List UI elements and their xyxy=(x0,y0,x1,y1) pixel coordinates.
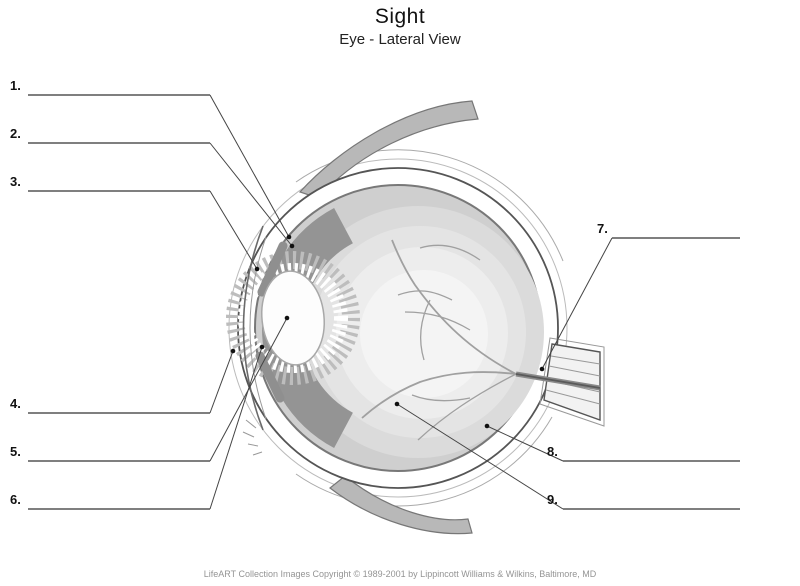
label-number-5: 5. xyxy=(10,444,21,459)
retina-vessels xyxy=(361,239,517,441)
label-number-6: 6. xyxy=(10,492,21,507)
superior-muscle xyxy=(298,100,479,199)
label-number-4: 4. xyxy=(10,396,21,411)
lens xyxy=(261,270,325,366)
label-number-3: 3. xyxy=(10,174,21,189)
label-number-2: 2. xyxy=(10,126,21,141)
copyright-text: LifeART Collection Images Copyright © 19… xyxy=(203,569,597,579)
label-number-8: 8. xyxy=(547,444,558,459)
page-subtitle: Eye - Lateral View xyxy=(339,31,461,48)
optic-nerve xyxy=(515,337,605,427)
answer-blank-lines xyxy=(28,94,740,510)
conjunctiva-hatch-marks xyxy=(242,419,263,456)
marker-dots xyxy=(230,234,545,429)
leader-lines xyxy=(209,94,613,510)
inferior-muscle xyxy=(329,475,473,535)
page-title: Sight xyxy=(374,5,426,28)
label-number-1: 1. xyxy=(10,78,21,93)
label-number-9: 9. xyxy=(547,492,558,507)
label-number-7: 7. xyxy=(597,221,608,236)
cornea xyxy=(242,225,267,431)
